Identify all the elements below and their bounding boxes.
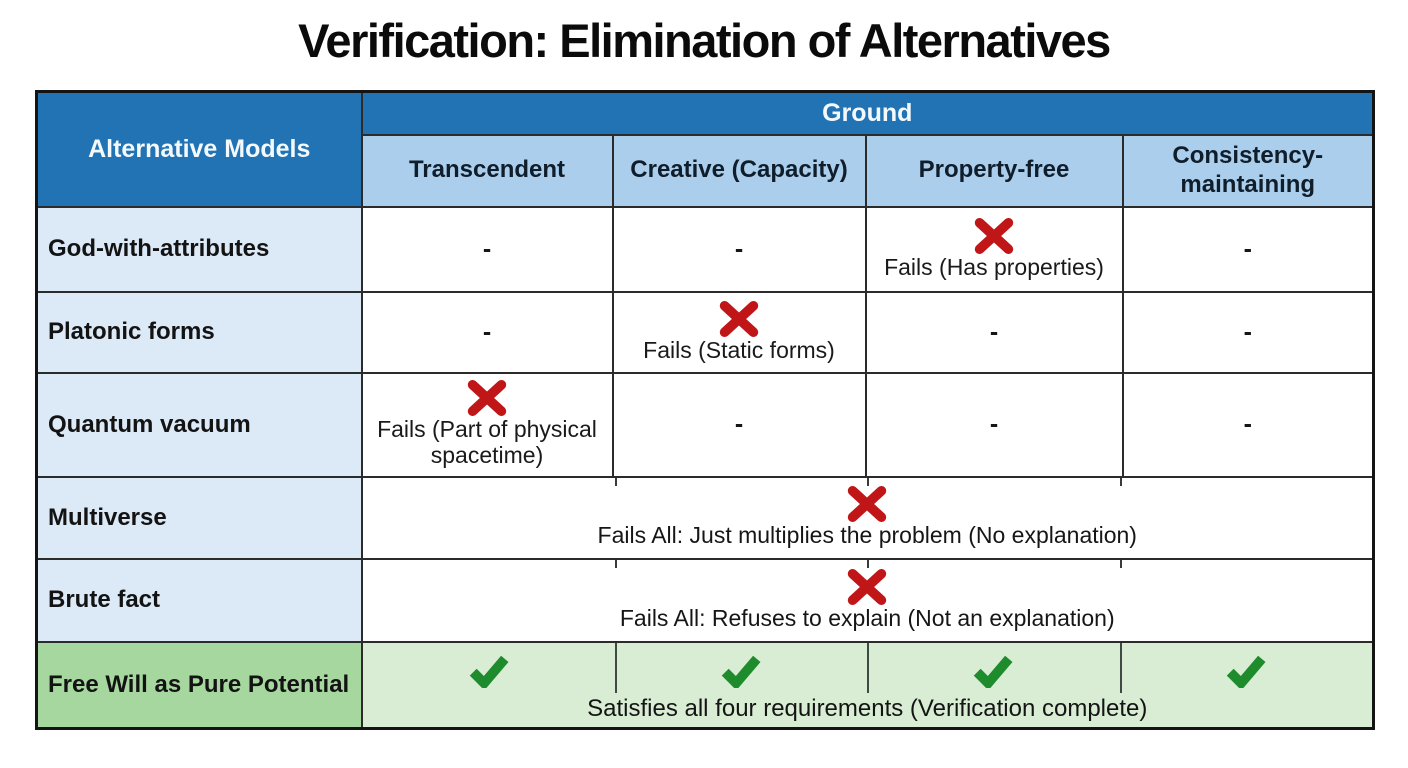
dash-mark: - xyxy=(989,410,999,438)
table-row: Quantum vacuum Fails (Part of physical s… xyxy=(35,371,1375,478)
dash-mark: - xyxy=(989,317,999,346)
fail-text: Fails (Part of physical spacetime) xyxy=(377,416,597,468)
red-x-icon xyxy=(719,300,759,337)
column-divider-stub xyxy=(867,477,870,486)
row-label-quantum-vacuum: Quantum vacuum xyxy=(35,371,363,478)
dash-mark: - xyxy=(734,410,744,438)
column-divider-stub xyxy=(614,559,617,568)
fail-all-cell: Fails All: Just multiplies the problem (… xyxy=(363,486,1373,548)
table-row: Multiverse Fails All: Just multiplies th… xyxy=(35,475,1375,560)
green-check-icon xyxy=(1226,655,1266,688)
table-row: God-with-attributes - - Fails (Has prope… xyxy=(35,205,1375,293)
corner-header: Alternative Models xyxy=(35,90,363,208)
red-x-icon xyxy=(974,217,1014,254)
column-header-row: Transcendent Creative (Capacity) Propert… xyxy=(37,133,1375,208)
column-divider-stub xyxy=(1119,559,1122,568)
checks-row xyxy=(363,654,1373,693)
table-row: Brute fact Fails All: Refuses to explain… xyxy=(35,557,1375,643)
fail-all-text: Fails All: Refuses to explain (Not an ex… xyxy=(619,604,1115,631)
red-x-icon xyxy=(848,486,887,523)
row-label-platonic-forms: Platonic forms xyxy=(35,290,363,374)
dash-mark: - xyxy=(1243,410,1252,438)
column-divider xyxy=(867,642,870,693)
row-label-free-will: Free Will as Pure Potential xyxy=(35,640,363,730)
dash-mark: - xyxy=(482,317,492,346)
column-divider xyxy=(1119,642,1122,693)
fail-all-cell: Fails All: Refuses to explain (Not an ex… xyxy=(363,568,1373,631)
dash-mark: - xyxy=(482,234,492,263)
row-label-god-with-attributes: God-with-attributes xyxy=(35,205,363,293)
red-x-icon xyxy=(467,380,507,417)
elimination-table: Alternative Models Ground Transcendent C… xyxy=(35,90,1376,730)
green-check-icon xyxy=(721,655,761,688)
column-divider-stub xyxy=(867,559,870,568)
group-header: Ground xyxy=(360,90,1375,136)
column-header-property-free: Property-free xyxy=(864,133,1124,208)
fail-cell: Fails (Part of physical spacetime) xyxy=(363,380,612,469)
red-x-icon xyxy=(848,568,887,605)
page-title: Verification: Elimination of Alternative… xyxy=(298,14,1111,67)
table-row: Platonic forms - Fails (Static forms) - … xyxy=(35,290,1375,374)
column-header-creative: Creative (Capacity) xyxy=(611,133,867,208)
column-divider-stub xyxy=(614,477,617,486)
green-check-icon xyxy=(469,655,509,688)
column-divider xyxy=(614,642,617,693)
row-label-brute-fact: Brute fact xyxy=(35,557,363,643)
fail-text: Fails (Has properties) xyxy=(884,253,1104,280)
table-row-success: Free Will as Pure Potential Satisfies al… xyxy=(35,640,1375,730)
column-divider-stub xyxy=(1119,477,1122,486)
dash-mark: - xyxy=(1243,234,1252,263)
fail-all-text: Fails All: Just multiplies the problem (… xyxy=(597,522,1137,549)
green-check-icon xyxy=(974,655,1013,688)
success-text: Satisfies all four requirements (Verific… xyxy=(587,694,1148,722)
fail-cell: Fails (Has properties) xyxy=(867,217,1122,281)
column-header-transcendent: Transcendent xyxy=(360,133,614,208)
column-header-consistency: Consistency-maintaining xyxy=(1121,133,1375,208)
group-header-row: Alternative Models Ground xyxy=(35,90,1375,208)
row-label-multiverse: Multiverse xyxy=(35,475,363,560)
fail-cell: Fails (Static forms) xyxy=(614,300,865,364)
fail-text: Fails (Static forms) xyxy=(643,336,835,363)
dash-mark: - xyxy=(734,234,744,263)
dash-mark: - xyxy=(1243,317,1252,346)
